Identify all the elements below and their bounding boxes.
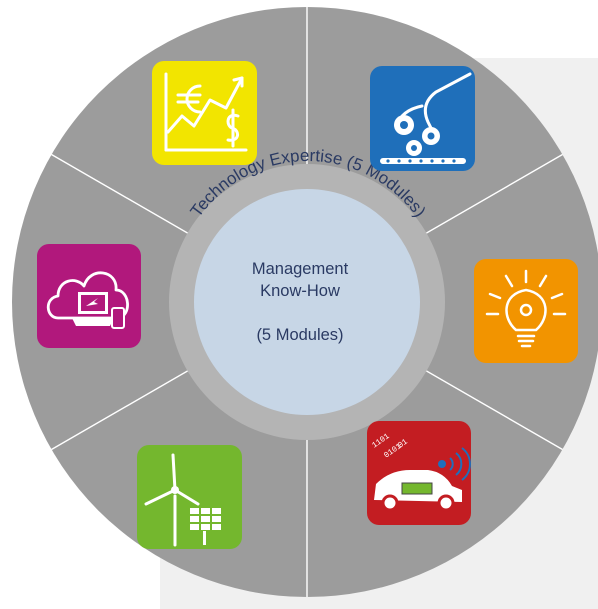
center-spacer — [200, 302, 400, 324]
cloud-computing-devices-icon — [37, 244, 141, 348]
finance-euro-dollar-chart-icon — [152, 61, 257, 165]
center-line-4: (5 Modules) — [256, 326, 344, 344]
wind-turbine-solar-panel-icon — [137, 445, 242, 549]
center-line-2: Know-How — [260, 282, 340, 300]
robot-arm-gears-conveyor-icon — [370, 66, 475, 171]
management-center — [194, 189, 420, 415]
center-line-1: Management — [251, 260, 349, 278]
electric-car-battery-data-icon: 1101 0101 01 — [367, 421, 471, 525]
center-label: Management Know-How (5 Modules) — [200, 258, 400, 346]
light-bulb-idea-icon — [474, 259, 578, 363]
